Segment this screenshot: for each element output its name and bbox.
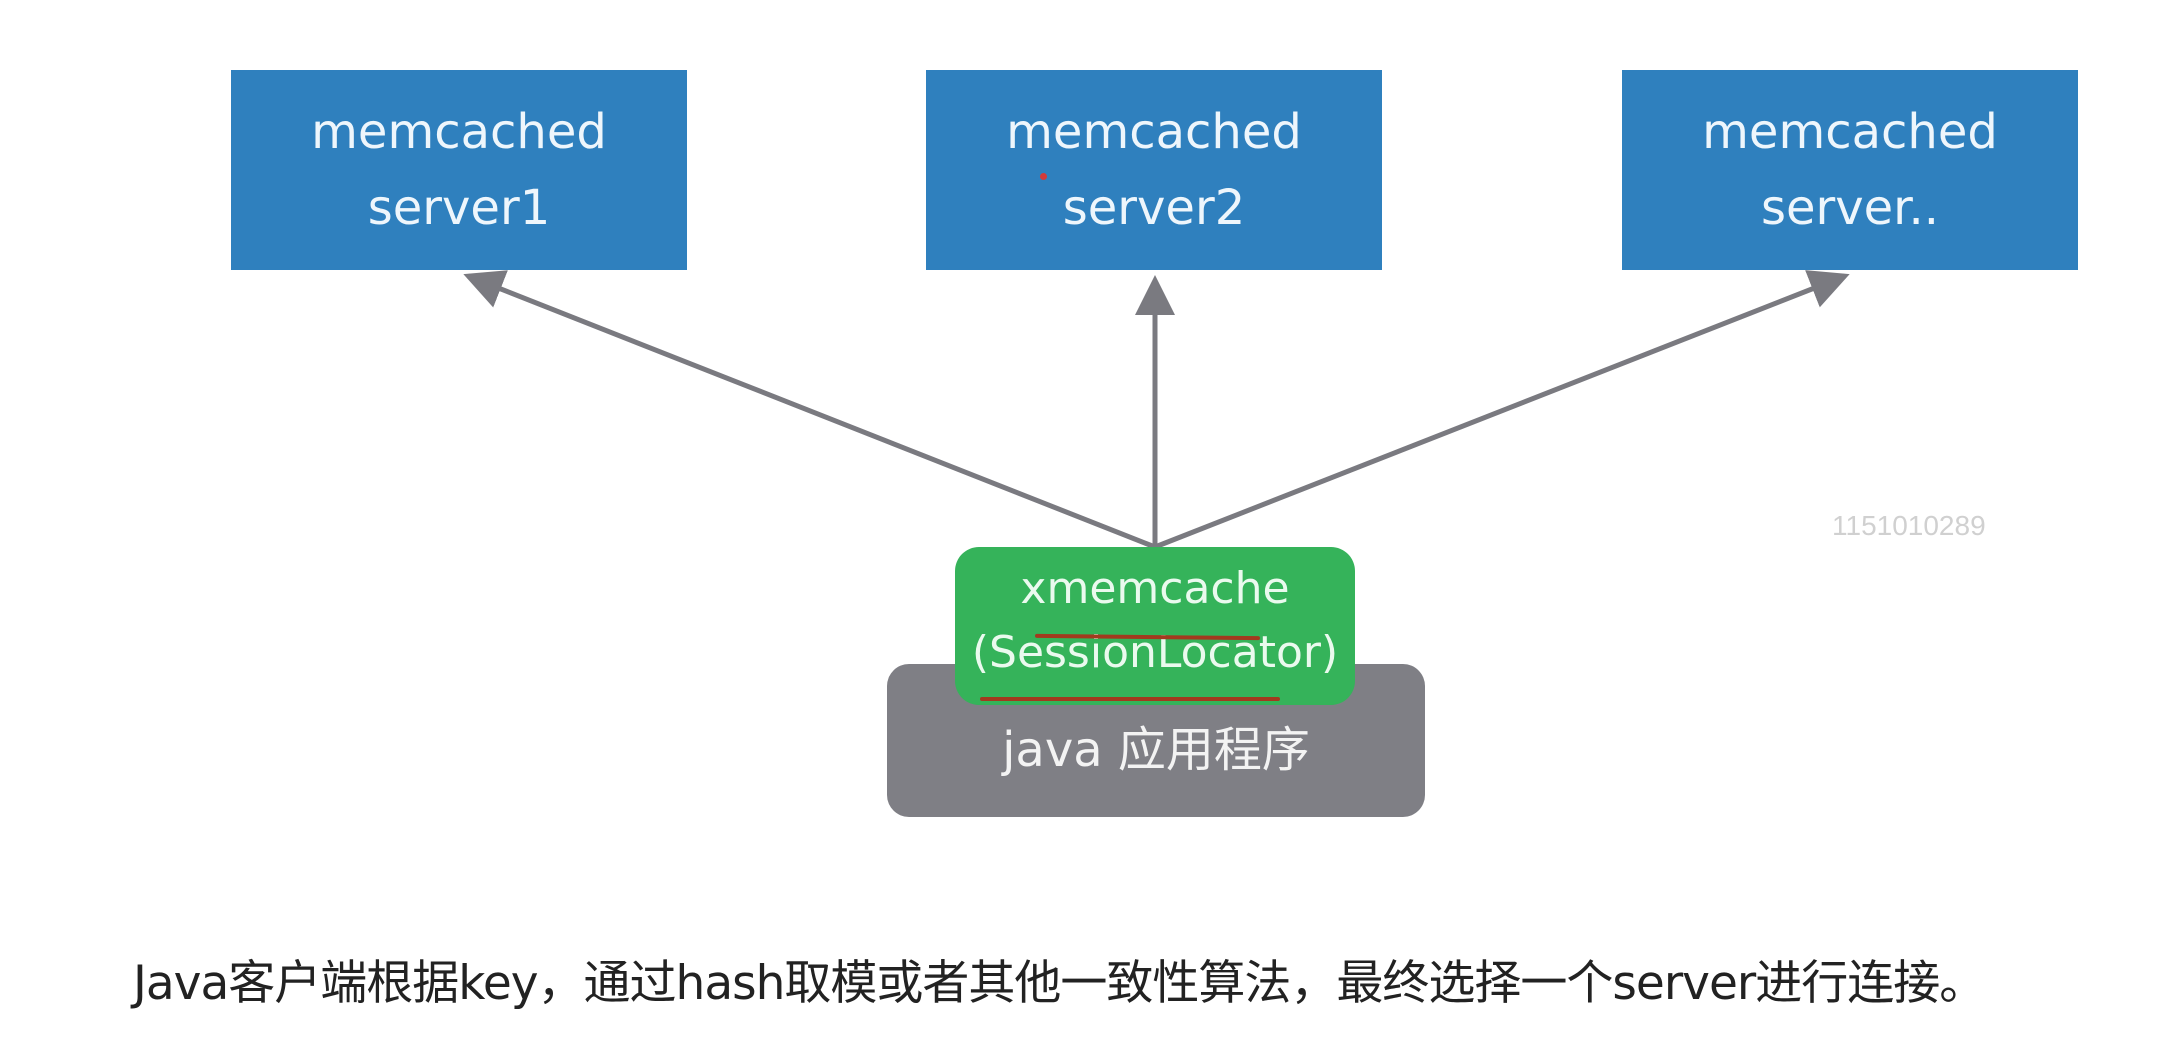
- arrow-to-server3: [1154, 270, 1850, 550]
- server2-label-line1: memcached: [1006, 104, 1302, 160]
- server1-box: memcached server1: [231, 70, 687, 270]
- caption-text: Java客户端根据key，通过hash取模或者其他一致性算法，最终选择一个ser…: [133, 956, 1986, 1011]
- server2-label-line2: server2: [1062, 180, 1246, 236]
- server3-box: memcached server..: [1622, 70, 2078, 270]
- server1-label-line1: memcached: [311, 104, 607, 160]
- xmemcache-client-box: xmemcache (SessionLocator): [955, 547, 1355, 705]
- client-label-line1: xmemcache: [1020, 563, 1290, 614]
- annotation-underline-2: [980, 697, 1280, 701]
- server2-box: memcached server2: [926, 70, 1382, 270]
- java-application-label: java 应用程序: [1002, 722, 1310, 778]
- watermark-id: 1151010289: [1832, 510, 1986, 541]
- server3-label-line1: memcached: [1702, 104, 1998, 160]
- server1-label-line2: server1: [367, 180, 551, 236]
- server3-label-line2: server..: [1760, 180, 1940, 236]
- arrow-to-server1: [463, 270, 1156, 550]
- client-label-line2: (SessionLocator): [971, 627, 1339, 678]
- annotation-dot: [1040, 173, 1047, 180]
